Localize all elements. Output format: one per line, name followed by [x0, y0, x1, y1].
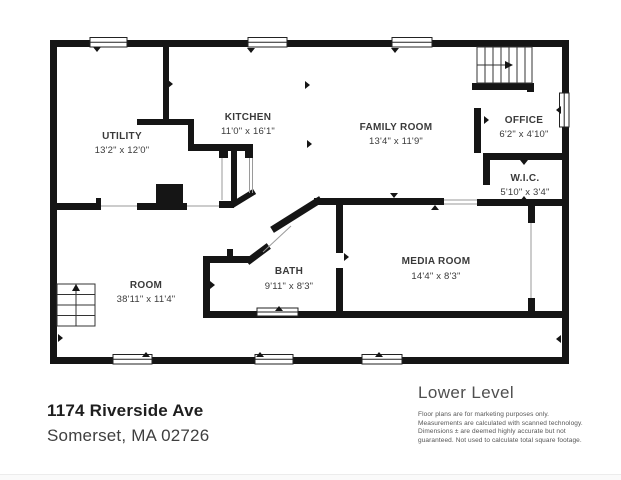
interior-walls — [50, 47, 569, 318]
room-label-office: OFFICE — [505, 115, 543, 126]
tick-bath-window — [275, 306, 283, 311]
tick-midwall-down — [390, 193, 398, 198]
window-icon-top-2 — [247, 37, 288, 48]
wall-mid-center — [137, 203, 187, 210]
floor-plan-drawing: UTILITY 13'2" x 12'0" KITCHEN 11'0" x 16… — [50, 37, 570, 365]
wall-bottom-inner — [203, 311, 569, 318]
level-block: Lower Level Floor plans are for marketin… — [418, 383, 608, 446]
tick-window-bottom2 — [256, 352, 264, 357]
room-dims-family-room: 13'4" x 11'9" — [369, 136, 423, 147]
room-dims-office: 6'2" x 4'10" — [499, 129, 548, 140]
room-label-family-room: FAMILY ROOM — [360, 122, 433, 133]
window-icon-bottom-1 — [112, 354, 153, 365]
room-dims-kitchen: 11'0" x 16'1" — [221, 126, 275, 137]
room-dims-bath: 9'11" x 8'3" — [265, 281, 314, 292]
wall-peninsula — [231, 150, 237, 204]
tick-media-right — [556, 335, 561, 343]
wall-media-left-upper — [336, 200, 343, 253]
tick-wic-bottom — [520, 196, 528, 201]
wall-media-stub-top — [528, 205, 535, 223]
window-icon-top-1 — [89, 37, 128, 48]
wall-bottom — [50, 357, 569, 364]
wall-diag-peninsula — [229, 188, 257, 209]
tick-wic-top — [520, 160, 528, 165]
window-icon-top-3 — [391, 37, 433, 48]
wall-diag-bath-small — [245, 243, 271, 265]
tick-window-bottom1 — [142, 352, 150, 357]
tick-window-top3 — [391, 48, 399, 53]
wall-bath-topleft — [203, 256, 252, 263]
tick-window-top2 — [247, 48, 255, 53]
wall-media-stub-bottom — [528, 298, 535, 318]
room-dims-media-room: 14'4" x 8'3" — [411, 271, 460, 282]
tick-midwall-up — [431, 205, 439, 210]
door-jamb-right — [245, 150, 253, 158]
room-dims-wic: 5'10" x 3'4" — [500, 187, 549, 198]
windows — [89, 37, 570, 365]
wall-kitchen-step — [188, 123, 194, 150]
wall-kitchen-mid — [188, 144, 253, 151]
window-icon-bottom-2 — [254, 354, 294, 365]
address-line2: Somerset, MA 02726 — [47, 426, 210, 445]
level-label: Lower Level — [418, 383, 515, 402]
disclaimer-line-1: Floor plans are for marketing purposes o… — [418, 411, 550, 418]
wall-utility-kitchen — [163, 47, 169, 121]
wall-stairs-cap — [527, 83, 534, 92]
address-block: 1174 Riverside Ave Somerset, MA 02726 — [47, 401, 209, 446]
tick-bath-left — [210, 281, 215, 289]
wall-bath-stub — [227, 249, 233, 256]
tick-window-bottom3 — [375, 352, 383, 357]
stairs-icon-upper — [476, 46, 533, 84]
room-label-room: ROOM — [130, 280, 162, 291]
wall-top — [50, 40, 569, 47]
room-label-utility: UTILITY — [102, 131, 142, 142]
disclaimer-line-4: guaranteed. Not used to calculate total … — [418, 437, 582, 445]
wall-wic-top — [483, 153, 569, 160]
tick-right-window — [556, 106, 561, 114]
wall-bath-left — [203, 256, 210, 318]
wall-media-left-lower — [336, 268, 343, 318]
room-dims-room: 38'11" x 11'4" — [117, 294, 176, 305]
tick-media-left — [344, 253, 349, 261]
room-labels: UTILITY 13'2" x 12'0" KITCHEN 11'0" x 16… — [95, 112, 550, 305]
page-bottom-edge — [0, 474, 621, 480]
room-label-kitchen: KITCHEN — [225, 112, 272, 123]
wall-peninsula-cap — [219, 201, 234, 208]
wall-mid-left — [50, 203, 101, 210]
tick-room-left — [58, 334, 63, 342]
bath-door-swing — [262, 225, 292, 253]
wall-stairs-bottom — [472, 83, 534, 90]
tick-office-door — [484, 116, 489, 124]
opening-lines — [101, 158, 532, 298]
tick-window-top1 — [93, 47, 101, 52]
room-label-media-room: MEDIA ROOM — [402, 256, 471, 267]
door-jamb-left — [219, 150, 228, 158]
tick-utility-door — [168, 80, 173, 88]
room-label-wic: W.I.C. — [510, 173, 539, 184]
disclaimer-text: Floor plans are for marketing purposes o… — [418, 411, 608, 446]
stairs-arrow-up — [72, 284, 80, 291]
wall-kitchen-upper — [137, 119, 194, 125]
wall-mid-right — [314, 198, 444, 205]
wall-mid-left-stub — [96, 198, 101, 204]
tick-markers — [58, 47, 561, 357]
stairs-icon-lower — [56, 283, 96, 327]
chimney — [156, 184, 183, 204]
wall-office-left — [474, 108, 481, 153]
room-dims-utility: 13'2" x 12'0" — [95, 145, 150, 156]
disclaimer-line-3: Dimensions ± are deemed highly accurate … — [418, 428, 566, 436]
window-icon-bottom-3 — [361, 354, 403, 365]
disclaimer-line-2: Measurements are calculated with scanned… — [418, 419, 583, 427]
tick-open-plan-1 — [305, 81, 310, 89]
address-line1: 1174 Riverside Ave — [47, 401, 204, 420]
wall-wic-bottom — [477, 199, 569, 206]
wall-wic-left — [483, 160, 490, 185]
tick-open-plan-2 — [307, 140, 312, 148]
stairs-arrow-right — [505, 61, 513, 69]
diagonal-walls — [229, 188, 323, 265]
wall-left — [50, 40, 57, 364]
room-label-bath: BATH — [275, 266, 303, 277]
wall-diag-bath-large — [270, 196, 323, 233]
